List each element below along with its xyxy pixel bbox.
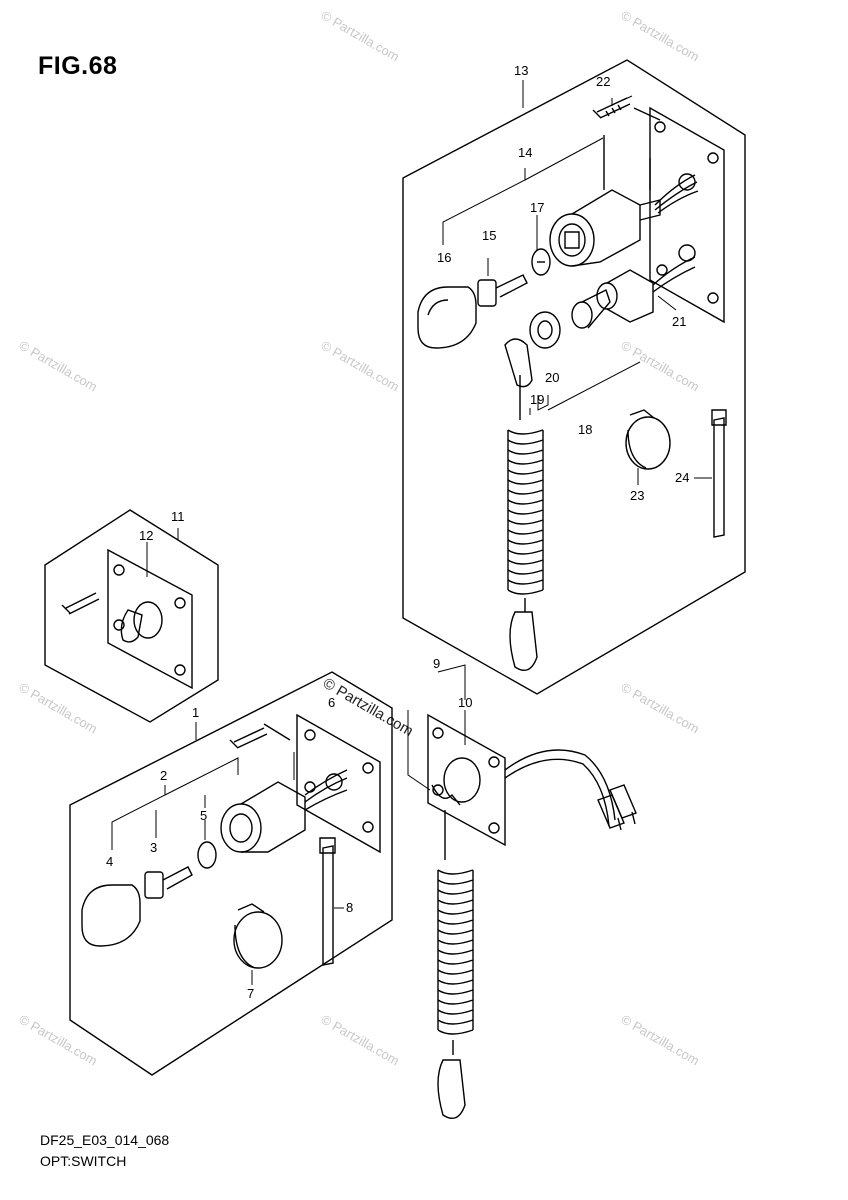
kit-frame-13: [402, 59, 746, 695]
lanyard-clip: [509, 611, 538, 671]
watermark: © Partzilla.com: [319, 338, 402, 395]
watermark: © Partzilla.com: [619, 338, 702, 395]
callout-11: 11: [171, 509, 185, 524]
kit-frame-1: [69, 671, 393, 1076]
callout-8: 8: [346, 900, 353, 915]
callout-22: 22: [596, 74, 610, 89]
callout-6: 6: [328, 695, 335, 710]
figure-title: FIG.68: [38, 52, 118, 80]
callout-7: 7: [247, 986, 254, 1001]
callout-23: 23: [630, 488, 644, 503]
callout-16: 16: [437, 250, 451, 265]
callout-12: 12: [139, 528, 153, 543]
callout-19: 19: [530, 392, 544, 407]
watermark: © Partzilla.com: [319, 1012, 402, 1069]
callout-4: 4: [106, 854, 113, 869]
mounting-plate-1: [296, 713, 381, 854]
callout-20: 20: [545, 370, 559, 385]
watermark: © Partzilla.com: [619, 1012, 702, 1069]
figure-caption: OPT:SWITCH: [40, 1153, 127, 1169]
watermark: © Partzilla.com: [319, 8, 402, 65]
watermark-layer: © Partzilla.com © Partzilla.com © Partzi…: [17, 8, 702, 1069]
callout-1: 1: [192, 705, 199, 720]
callout-10: 10: [458, 695, 472, 710]
watermark: © Partzilla.com: [619, 680, 702, 737]
lanyard-coil-top: [507, 429, 544, 595]
callout-18: 18: [578, 422, 592, 437]
lanyard-coil-bottom: [437, 869, 474, 1035]
callout-3: 3: [150, 840, 157, 855]
callout-15: 15: [482, 228, 496, 243]
watermark: © Partzilla.com: [17, 338, 100, 395]
callout-9: 9: [433, 656, 440, 671]
callout-17: 17: [530, 200, 544, 215]
drawing-code: DF25_E03_014_068: [40, 1132, 170, 1148]
callout-2: 2: [160, 768, 167, 783]
callout-13: 13: [514, 63, 528, 78]
callout-5: 5: [200, 808, 207, 823]
watermark: © Partzilla.com: [17, 1012, 100, 1069]
watermark: © Partzilla.com: [619, 8, 702, 65]
callout-21: 21: [672, 314, 686, 329]
callout-labels: 13 22 14 17 15 16 21 20 19 18 23 24 11 1…: [106, 63, 689, 1001]
callout-24: 24: [675, 470, 689, 485]
kit-frame-11: [44, 509, 219, 723]
mounting-plate: [649, 106, 725, 324]
callout-14: 14: [518, 145, 532, 160]
lanyard-clip-2: [437, 1059, 466, 1119]
switch-plate: [107, 548, 193, 690]
stop-switch-plate: [427, 713, 506, 847]
